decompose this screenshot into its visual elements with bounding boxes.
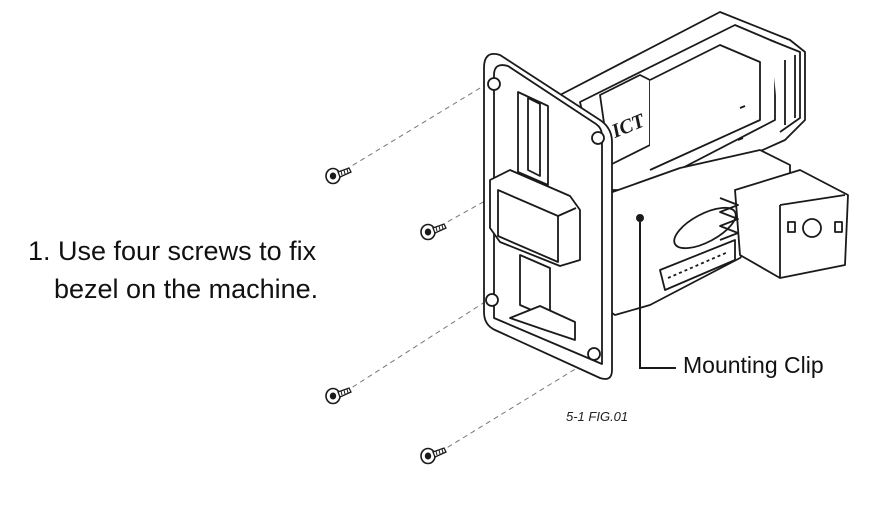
screw-4 (420, 447, 447, 465)
instruction-text: 1. Use four screws to fix bezel on the m… (28, 232, 318, 308)
screw-2 (420, 223, 447, 241)
bezel-plate (483, 53, 613, 380)
instruction-line-2: bezel on the machine. (54, 274, 319, 304)
mounting-clip-leader (636, 214, 676, 369)
coin-mechanism-body (559, 11, 849, 316)
figure-caption: 5-1 FIG.01 (566, 409, 629, 424)
screw-1 (325, 167, 352, 185)
instruction-line-1: 1. Use four screws to fix (28, 236, 317, 266)
screw-3 (325, 387, 352, 405)
mounting-clip-label: Mounting Clip (683, 352, 824, 378)
